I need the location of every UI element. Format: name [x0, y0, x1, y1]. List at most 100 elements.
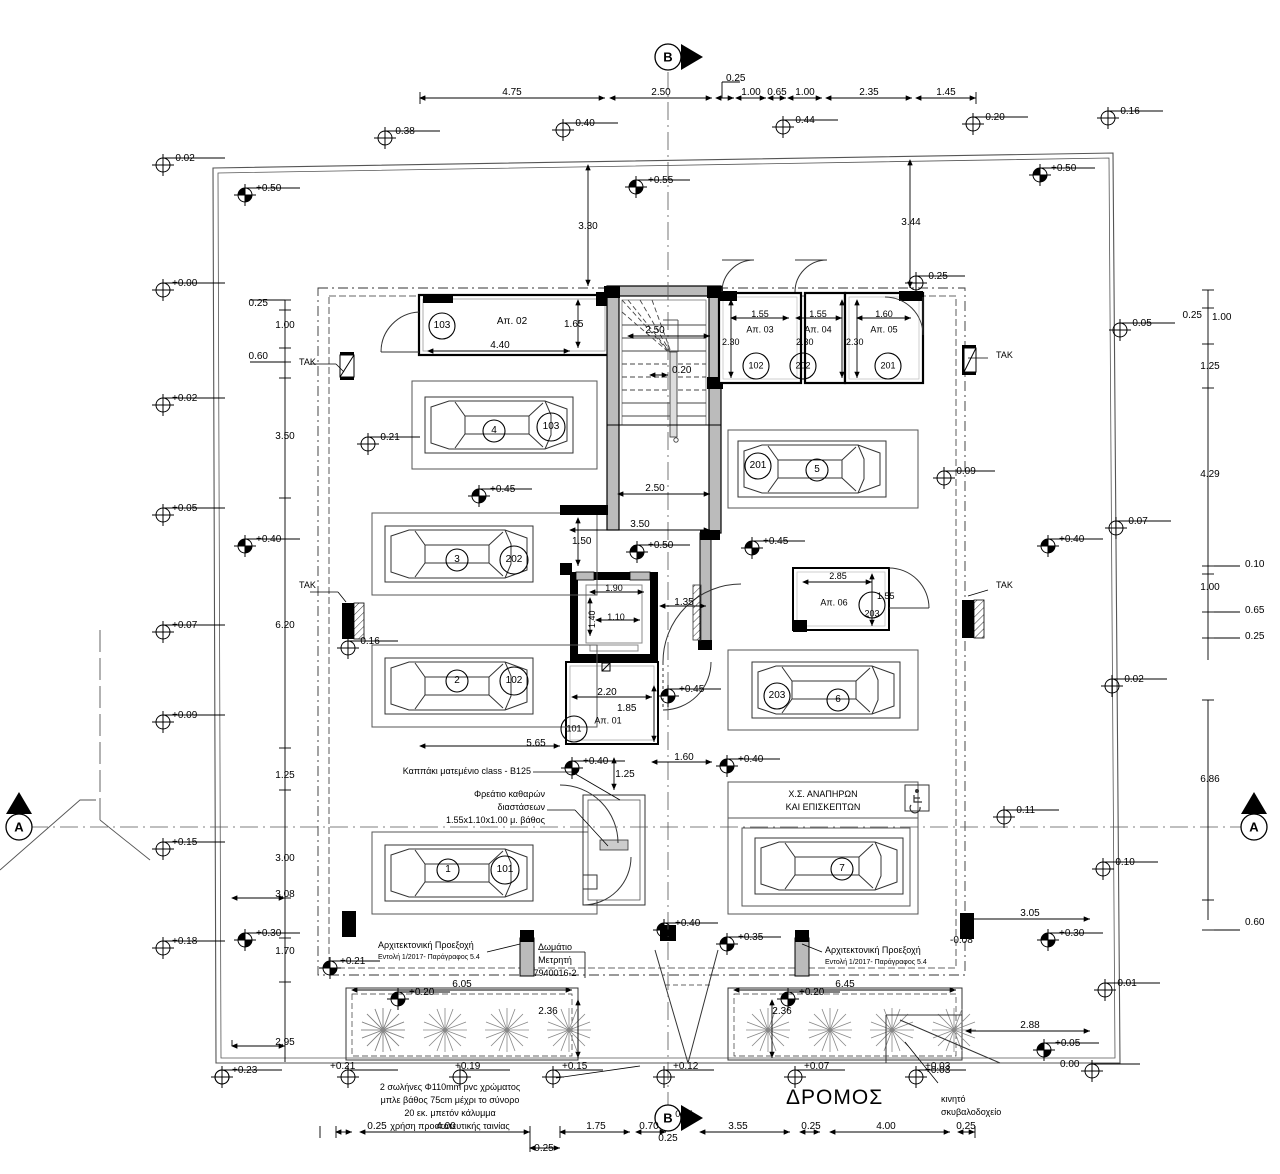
dim-left-9: 1.70 — [275, 946, 295, 957]
elev-left-in-3: +0.30 — [256, 928, 282, 939]
elev-int-13: -0.21 — [377, 432, 400, 443]
dim-bot-5: 0.25 — [658, 1133, 678, 1144]
elev-top-3: -0.44 — [792, 115, 815, 126]
dim-right-5: 0.10 — [1245, 559, 1265, 570]
dim-top-2: 2.50 — [651, 87, 671, 98]
dim-left-1: 0.25 — [248, 298, 268, 309]
dim-right-8: 0.25 — [1245, 631, 1265, 642]
dim-garden-right-w: 6.45 — [835, 979, 855, 990]
dim-left-3: 0.60 — [248, 351, 268, 362]
parking-number-1: 1 — [445, 864, 451, 875]
parking-number-5: 5 — [814, 464, 820, 475]
elev-bot-4: +0.12 — [673, 1061, 699, 1072]
parking-tag-6: 203 — [768, 690, 786, 701]
annotation-meter-room-code: 7940016-2 — [533, 968, 577, 978]
tak-label-top-right: ΤΑΚ — [996, 350, 1013, 360]
elev-top-4: -0.20 — [982, 112, 1005, 123]
parking-tag-5: 201 — [749, 460, 767, 471]
elev-top-5: -0.16 — [1117, 106, 1140, 117]
dim-store05-h: 2.30 — [846, 337, 864, 347]
elev-bot-5: +0.07 — [804, 1061, 830, 1072]
dim-right-305: 3.05 — [1020, 908, 1040, 919]
annotation-well-line1: Φρεάτιο καθαρών — [473, 789, 545, 799]
dim-inner-344: 3.44 — [901, 217, 921, 228]
room-label-apt05: Απ. 05 — [870, 324, 898, 335]
annotation-pipes-4: χρήση προστατευτικής ταινίας — [390, 1121, 510, 1131]
dim-garden-left-w: 6.05 — [452, 979, 472, 990]
dim-right-288: 2.88 — [1020, 1020, 1040, 1031]
elev-left-in-2: +0.40 — [256, 534, 282, 545]
elev-left-3: +0.02 — [172, 393, 198, 404]
parking-tag-2: 102 — [505, 675, 523, 686]
elev-right-in-4: +0.40 — [1059, 534, 1085, 545]
room-tag-apt06: 203 — [864, 608, 880, 619]
elev-bot-2: +0.19 — [455, 1061, 481, 1072]
elev-right-1: -0.05 — [1129, 318, 1152, 329]
elev-right-in-5: +0.30 — [1059, 928, 1085, 939]
elev-int-10: +0.20 — [409, 987, 435, 998]
dim-store04-w: 1.55 — [809, 309, 827, 319]
elev-bot-1: +0.21 — [330, 1061, 356, 1072]
tak-label-top-left: ΤΑΚ — [299, 357, 316, 367]
elev-int-1: +0.55 — [648, 175, 674, 186]
annotation-well-line2: διαστάσεων — [497, 802, 546, 812]
parking-number-6: 6 — [835, 694, 841, 705]
annotation-arch-projection-right-sub: Εντολή 1/2017- Παράγραφος 5.4 — [825, 959, 927, 966]
dim-store05-w: 1.60 — [875, 309, 893, 319]
dim-right-6: 1.00 — [1200, 582, 1220, 593]
dim-elev-clear: 1.35 — [674, 597, 694, 608]
room-tag-apt05: 201 — [880, 360, 896, 371]
dim-top-5: 0.65 — [767, 87, 787, 98]
annotation-bin-1: κινητό — [941, 1094, 966, 1104]
room-label-apt01: Απ. 01 — [594, 715, 622, 726]
dim-garden-left-h: 2.36 — [538, 1006, 558, 1017]
parking-number-7: 7 — [839, 863, 845, 874]
dim-elev-w: 1.90 — [605, 583, 623, 593]
dim-right-2: 1.00 — [1212, 312, 1232, 323]
elev-top-2: -0.40 — [572, 118, 595, 129]
dim-right-9: 6.86 — [1200, 774, 1220, 785]
dim-bot-4: 0.70 — [639, 1121, 659, 1132]
dim-left-2: 1.00 — [275, 320, 295, 331]
elev-right-6: -0.01 — [1114, 978, 1137, 989]
dim-garden-right-h: 2.36 — [772, 1006, 792, 1017]
elev-left-in-4: +0.21 — [340, 956, 366, 967]
annotation-accessible-2: ΚΑΙ ΕΠΙΣΚΕΠΤΩΝ — [785, 802, 861, 812]
elev-left-8: +0.18 — [172, 936, 198, 947]
elev-int-11: +0.20 — [799, 987, 825, 998]
room-label-apt02: Απ. 02 — [496, 316, 528, 327]
dim-bay-125: 1.25 — [615, 769, 635, 780]
elev-right-in-7: +0.05 — [1055, 1038, 1081, 1049]
room-label-apt03: Απ. 03 — [746, 324, 774, 335]
dim-top-1: 4.75 — [502, 87, 522, 98]
dim-store03-h: 2.30 — [722, 337, 740, 347]
annotation-pipes-3: 20 εκ. μπετόν κάλυμμα — [404, 1108, 496, 1118]
dim-left-10: 2.95 — [275, 1037, 295, 1048]
dim-left-7: 3.00 — [275, 853, 295, 864]
dim-apt02-h: 1.65 — [564, 319, 584, 330]
annotation-well-line3: 1.55x1.10x1.00 μ. βάθος — [446, 815, 545, 825]
elev-left-in-1: +0.50 — [256, 183, 282, 194]
dim-left-4: 3.50 — [275, 431, 295, 442]
parking-tag-4: 103 — [542, 421, 560, 432]
elev-left-6: +0.09 — [172, 710, 198, 721]
dim-left-6: 1.25 — [275, 770, 295, 781]
elev-int-12: -0.16 — [357, 636, 380, 647]
dim-bot-extra: 0.25 — [534, 1143, 554, 1154]
road-label: ΔΡΟΜΟΣ — [786, 1086, 884, 1109]
elev-right-in-9: +0.03 — [925, 1065, 951, 1076]
dim-top-6: 1.00 — [795, 87, 815, 98]
elev-left-4: +0.05 — [172, 503, 198, 514]
elev-left-2: +0.00 — [172, 278, 198, 289]
room-tag-apt04: 202 — [795, 360, 811, 371]
dim-right-1: 0.25 — [1182, 310, 1202, 321]
annotation-accessible-1: Χ.Σ. ΑΝΑΠΗΡΩΝ — [788, 789, 858, 799]
section-marker-a-right: A — [1249, 819, 1259, 835]
dim-bot-9: 4.00 — [876, 1121, 896, 1132]
annotation-pipes-2: μπλε βάθος 75cm μέχρι το σύνορο — [380, 1095, 520, 1105]
annotation-meter-room-2: Μετρητή — [538, 955, 572, 965]
dim-inner-330: 3.30 — [578, 221, 598, 232]
elev-right-in-1: +0.50 — [1051, 163, 1077, 174]
dim-corridor-150: 1.50 — [572, 536, 592, 547]
section-marker-b-bottom: B — [663, 1110, 673, 1126]
